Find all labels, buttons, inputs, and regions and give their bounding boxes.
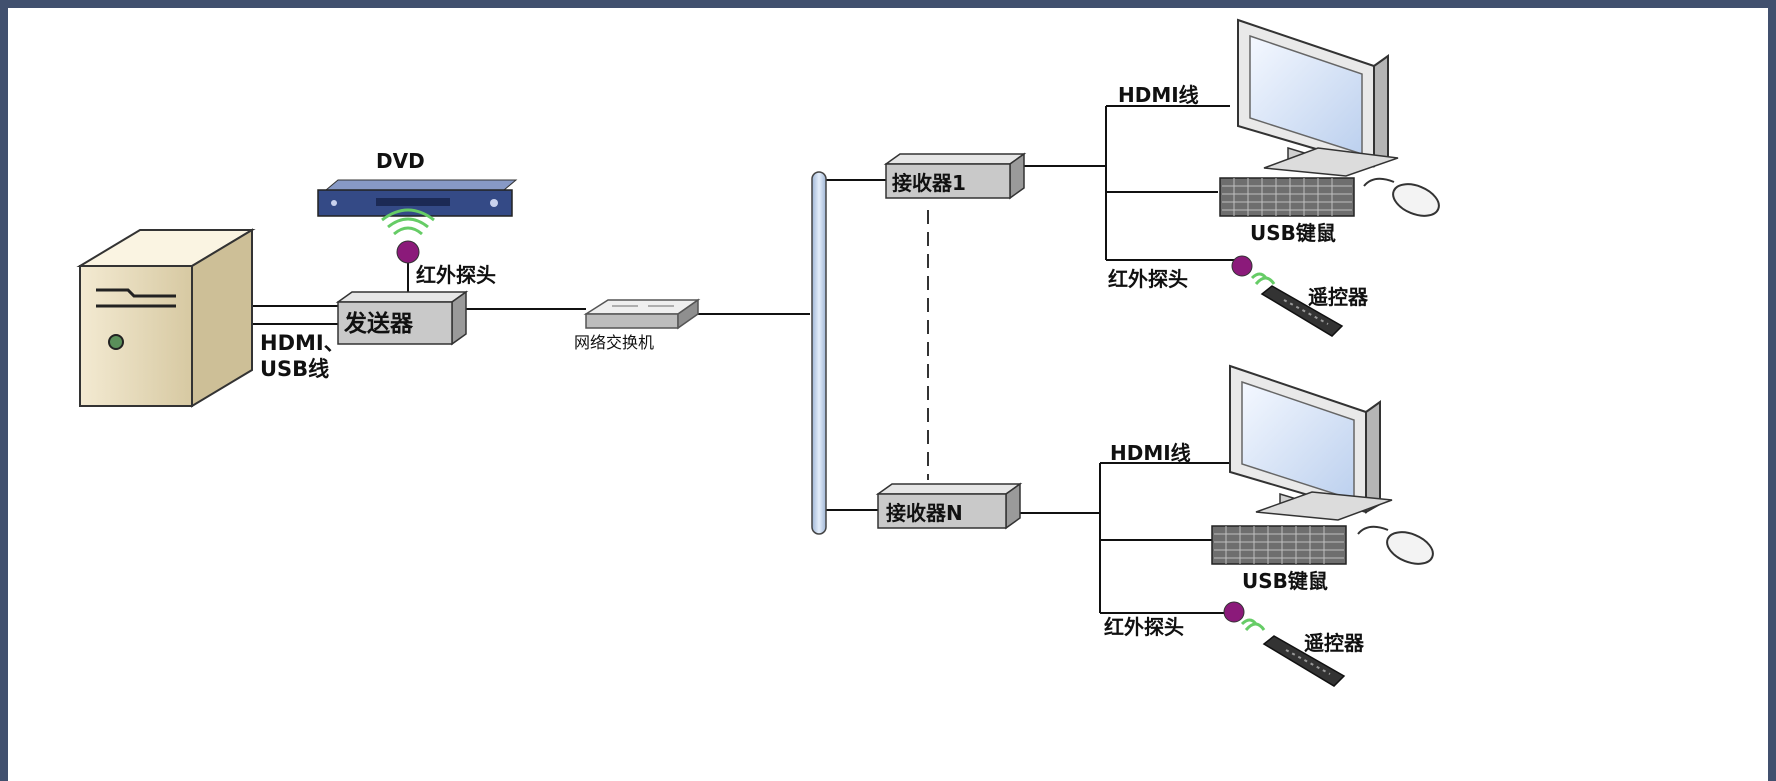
network-backbone <box>811 171 827 535</box>
cable-label-line2: USB线 <box>260 357 329 381</box>
usb-kbm-label-1: USB键鼠 <box>1250 221 1336 245</box>
remote-1-icon <box>1260 285 1344 337</box>
remote-2-label: 遥控器 <box>1304 631 1365 655</box>
ir-wave-rx2-icon <box>1240 618 1266 632</box>
mouse-1-icon <box>1363 177 1440 217</box>
ir-probe-rx1-icon <box>1231 255 1253 277</box>
receiver-1-box <box>883 152 1027 200</box>
dvd-label: DVD <box>376 149 425 173</box>
ir-probe-icon <box>396 240 420 264</box>
receiver-n-label: 接收器N <box>886 501 963 525</box>
ir-wave-rx1-icon <box>1250 272 1276 286</box>
ir-wave-icon <box>381 208 435 236</box>
ir-probe-rx2-icon <box>1223 601 1245 623</box>
switch-label: 网络交换机 <box>574 333 654 352</box>
keyboard-1-icon <box>1219 177 1355 217</box>
cable-label-line1: HDMI、 <box>260 331 345 355</box>
keyboard-2-icon <box>1211 525 1347 565</box>
transmitter-label: 发送器 <box>343 310 414 337</box>
mouse-2-icon <box>1357 525 1434 565</box>
server-icon <box>76 228 256 408</box>
receiver-1-label: 接收器1 <box>892 171 966 195</box>
monitor-2-icon <box>1229 364 1393 521</box>
remote-2-icon <box>1262 635 1346 687</box>
diagram-canvas: DVD 红外探头 发送器 HDMI、 USB线 网络交换机 接收器1 接收器N <box>8 8 1768 781</box>
connection-lines <box>252 105 1236 614</box>
ir-probe-rx2-label: 红外探头 <box>1104 615 1184 639</box>
usb-kbm-label-2: USB键鼠 <box>1242 569 1328 593</box>
monitor-1-icon <box>1237 18 1399 177</box>
ir-probe-tx-label: 红外探头 <box>416 263 496 287</box>
network-switch-icon <box>583 298 701 330</box>
remote-1-label: 遥控器 <box>1308 285 1369 309</box>
hdmi-label-1: HDMI线 <box>1118 83 1199 107</box>
receiver-n-box <box>875 482 1023 530</box>
network-diagram: DVD 红外探头 发送器 HDMI、 USB线 网络交换机 接收器1 接收器N <box>76 18 1440 687</box>
ir-probe-rx1-label: 红外探头 <box>1108 267 1188 291</box>
transmitter-box <box>335 290 469 346</box>
hdmi-label-2: HDMI线 <box>1110 441 1191 465</box>
